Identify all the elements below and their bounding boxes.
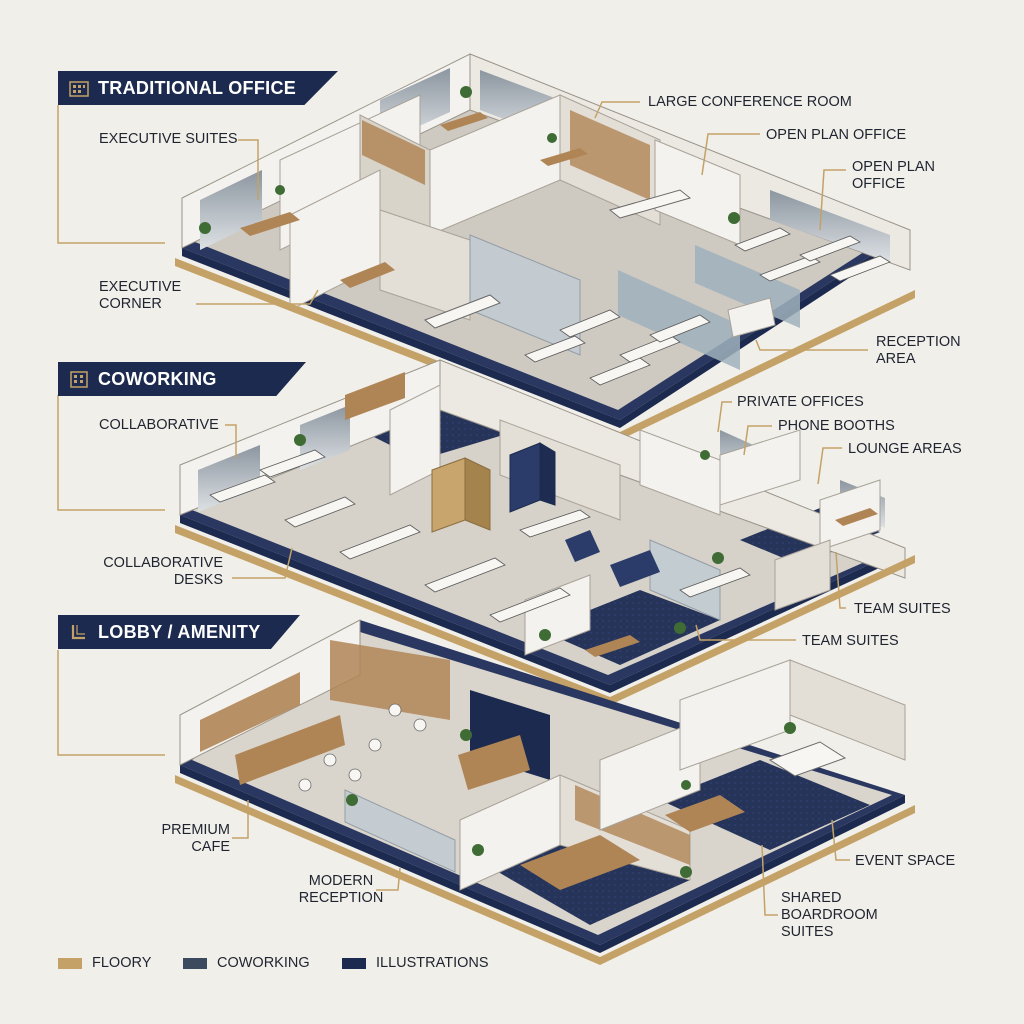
label-reception-area: RECEPTION AREA	[876, 334, 961, 367]
label-modern-reception: MODERN RECEPTION	[298, 873, 384, 906]
label-phone-booths: PHONE BOOTHS	[778, 418, 895, 434]
label-collaborative-desks: COLLABORATIVE DESKS	[103, 555, 223, 588]
section-banner-lobby-amenity: LOBBY / AMENITY	[58, 615, 300, 649]
lobby-l-icon	[68, 623, 90, 641]
label-collaborative: COLLABORATIVE	[99, 417, 219, 433]
phone-booths-illustration	[431, 442, 556, 533]
legend-label-illustrations: ILLUSTRATIONS	[376, 955, 489, 971]
section-title-traditional-office: TRADITIONAL OFFICE	[98, 77, 297, 98]
label-team-suites-1: TEAM SUITES	[854, 601, 951, 617]
legend-swatch-illustrations	[342, 957, 366, 969]
leader-lines	[57, 101, 868, 916]
legend-swatch-floory	[58, 957, 82, 969]
floor-lobby-amenity	[175, 619, 915, 965]
label-premium-cafe: PREMIUM CAFE	[161, 822, 230, 855]
floor-coworking	[175, 359, 915, 705]
label-executive-corner: EXECUTIVE CORNER	[99, 279, 182, 312]
label-large-conference-room: LARGE CONFERENCE ROOM	[648, 94, 852, 110]
section-title-lobby-amenity: LOBBY / AMENITY	[98, 621, 261, 642]
legend-label-coworking: COWORKING	[217, 955, 310, 971]
floor-traditional-office	[175, 53, 915, 440]
legend-label-floory: FLOORY	[92, 955, 152, 971]
office-building-icon	[68, 79, 90, 97]
label-executive-suites: EXECUTIVE SUITES	[99, 131, 238, 147]
legend-item-illustrations: ILLUSTRATIONS	[342, 955, 489, 971]
label-private-offices: PRIVATE OFFICES	[737, 394, 864, 410]
label-open-plan-office-1: OPEN PLAN OFFICE	[766, 127, 907, 143]
label-shared-boardroom-suites: SHARED BOARDROOM SUITES	[781, 890, 878, 940]
label-open-plan-office-2: OPEN PLAN OFFICE	[852, 159, 935, 192]
legend-item-coworking: COWORKING	[183, 955, 310, 971]
legend-item-floory: FLOORY	[58, 955, 151, 971]
section-banner-traditional-office: TRADITIONAL OFFICE	[58, 71, 338, 105]
section-banner-coworking: COWORKING	[58, 362, 306, 396]
section-title-coworking: COWORKING	[98, 368, 217, 389]
label-lounge-areas: LOUNGE AREAS	[848, 441, 962, 457]
coworking-building-icon	[68, 370, 90, 388]
label-event-space: EVENT SPACE	[855, 853, 956, 869]
label-team-suites-2: TEAM SUITES	[802, 633, 899, 649]
legend-swatch-coworking	[183, 957, 207, 969]
